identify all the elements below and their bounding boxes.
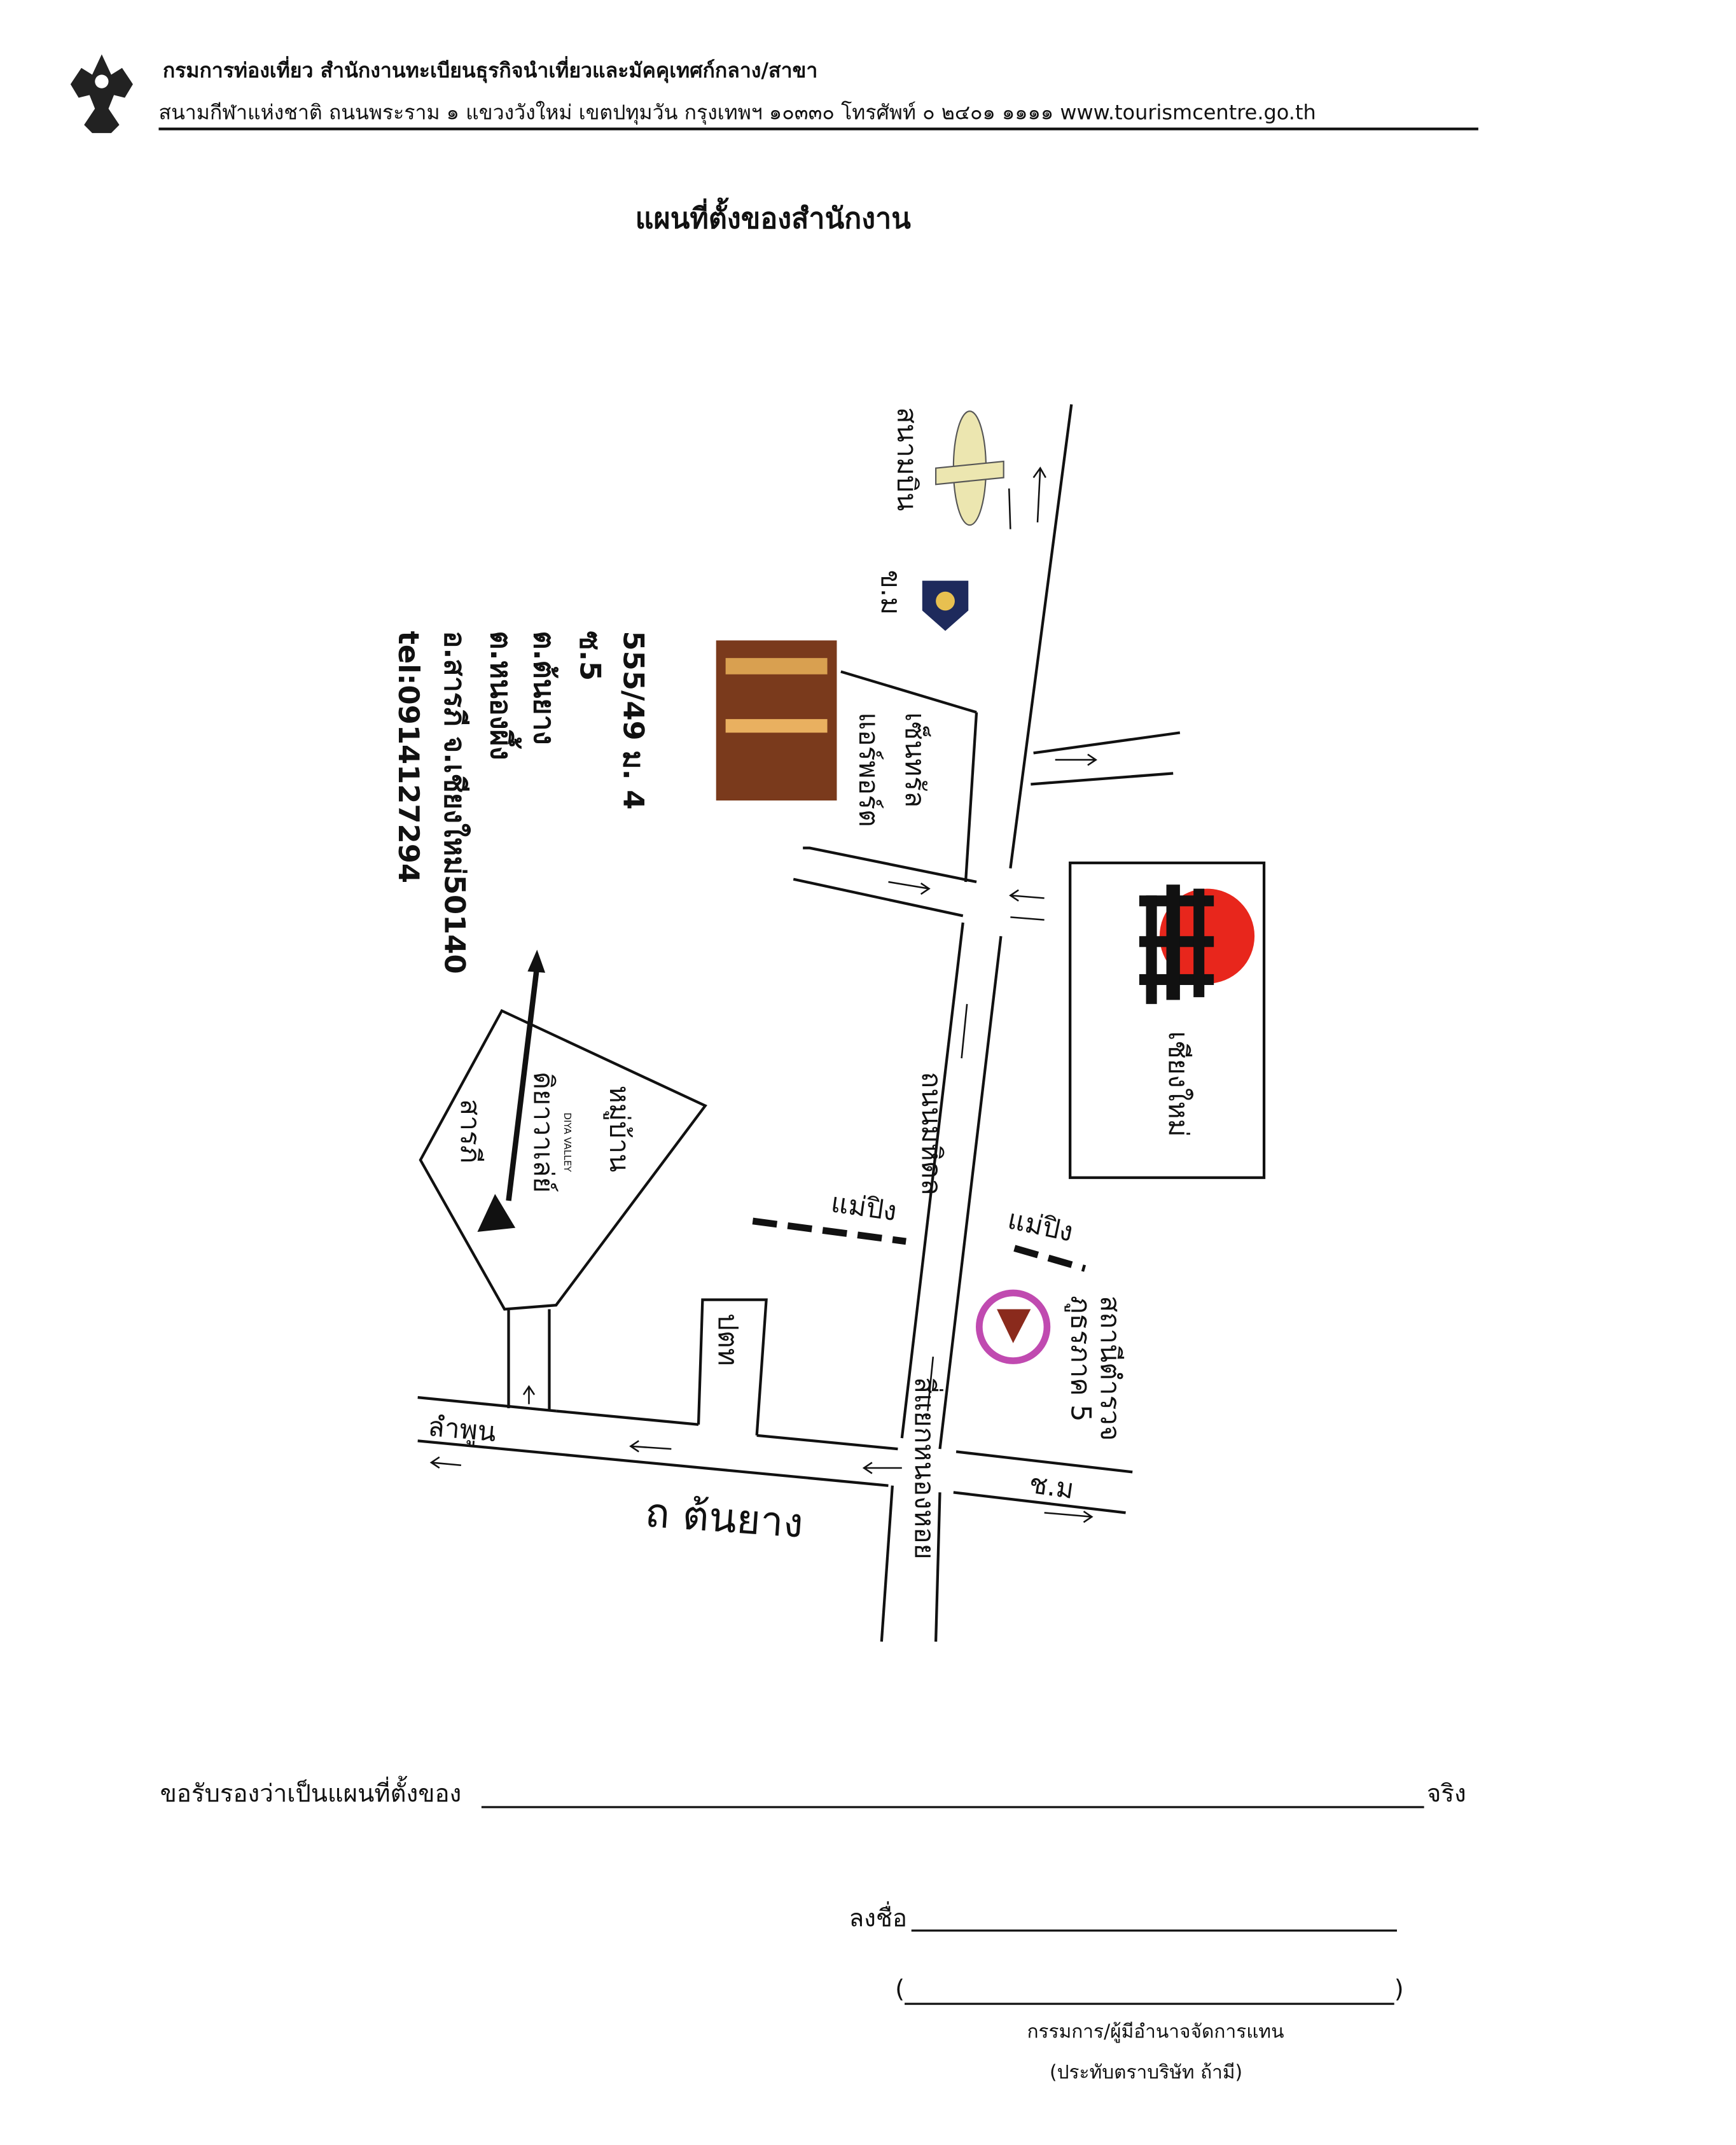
sign-label: ลงชื่อ	[849, 1901, 907, 1933]
label-village-2: ดิยาวาเล่ย์	[527, 1072, 559, 1192]
road-line	[880, 1485, 894, 1642]
airplane-icon	[935, 410, 1004, 526]
road-line	[938, 935, 1003, 1450]
road-line	[803, 846, 977, 884]
label-airport: สนามบิน	[891, 407, 922, 511]
stamp-note: (ประทับตราบริษัท ถ้ามี)	[1050, 2061, 1242, 2083]
road-line	[1031, 772, 1174, 786]
address-line: ต.หนองผึ้ง	[484, 631, 522, 760]
org-address: สนามกีฬาแห่งชาติ ถนนพระราม ๑ แขวงวังใหม่…	[158, 101, 1316, 125]
road-line	[417, 1395, 557, 1413]
label-tonyang-road: ถ ต้นยาง	[644, 1490, 805, 1548]
certify-label: ขอรับรองว่าเป็นแผนที่ตั้งของ	[160, 1775, 462, 1808]
road-line	[900, 922, 964, 1439]
label-lamphun: ลำพูน	[427, 1411, 497, 1449]
ping-river-right	[1013, 1245, 1087, 1272]
address-line: ต.ต้นยาง	[527, 631, 561, 745]
road-line	[964, 712, 978, 883]
road-line	[955, 1450, 1133, 1474]
road-line	[793, 877, 964, 918]
label-village-1: หมู่บ้าน	[602, 1086, 635, 1172]
people-silhouette-icon	[1139, 884, 1214, 1004]
signer-role: กรรมการ/ผู้มีอำนาจจัดการแทน	[1027, 2020, 1284, 2043]
village-logo: DIYA VALLEY	[562, 1112, 573, 1172]
label-central-2: แอร์พอร์ต	[853, 712, 885, 827]
label-ping-right: แม่ปิง	[1005, 1203, 1076, 1248]
chiangmai-box	[1069, 861, 1266, 1179]
page-title: แผนที่ตั้งของสำนักงาน	[635, 197, 912, 235]
address-block: 555/49 ม. 4 ซ.5 ต.ต้นยาง ต.หนองผึ้ง อ.สา…	[392, 631, 651, 974]
village-boundary	[419, 1009, 707, 1311]
ptt-block	[697, 1298, 768, 1436]
direction-arrow	[506, 965, 540, 1201]
label-central-1: เซ็นทรัล	[899, 712, 931, 807]
road-line	[840, 670, 977, 714]
label-police-2: ภูธรภาค 5	[1064, 1296, 1096, 1422]
label-ping-left: แม่ปิง	[829, 1187, 898, 1227]
road-line	[756, 1434, 898, 1451]
road-line	[1009, 404, 1073, 869]
road-line	[934, 1492, 941, 1642]
label-saraphi: สารภี	[454, 1099, 486, 1163]
road-line	[417, 1439, 889, 1487]
location-map: สนามบิน ข.ม เซ็นทรัล แอร์พอร์ต ถนนมหิดล …	[392, 404, 1266, 1642]
address-line: ซ.5	[574, 631, 608, 681]
police-seal-icon	[975, 1289, 1051, 1364]
close-paren: )	[1394, 1974, 1404, 2003]
org-name: กรมการท่องเที่ยว สำนักงานทะเบียนธุรกิจนำ…	[163, 56, 817, 84]
address-phone: tel:0914127294	[392, 631, 426, 884]
label-ptt: ปตท	[712, 1313, 744, 1366]
label-mahidol-road: ถนนมหิดล	[915, 1072, 947, 1195]
road-line	[953, 1491, 1126, 1514]
label-km-top: ข.ม	[875, 570, 906, 615]
address-line: 555/49 ม. 4	[617, 631, 651, 810]
arrow-head-icon	[527, 949, 546, 973]
road-line	[555, 1409, 699, 1426]
address-line: อ.สารภี จ.เชียงใหม่50140	[438, 631, 471, 974]
label-police-1: สถานีตำรวจ	[1094, 1296, 1126, 1441]
location-triangle-icon	[477, 1194, 516, 1233]
label-chiangmai: เชียงใหม่	[1162, 1031, 1194, 1136]
tourist-police-badge-icon	[922, 580, 969, 631]
open-paren: (	[895, 1974, 905, 2003]
ping-river-left	[752, 1217, 906, 1245]
road-line	[1033, 731, 1181, 755]
label-nonghoi: สี่แยกหนองหอย	[908, 1377, 943, 1560]
certify-suffix: จริง	[1427, 1779, 1466, 1808]
garuda-emblem-icon	[70, 54, 133, 134]
label-km-bottom: ช.ม	[1027, 1468, 1076, 1506]
